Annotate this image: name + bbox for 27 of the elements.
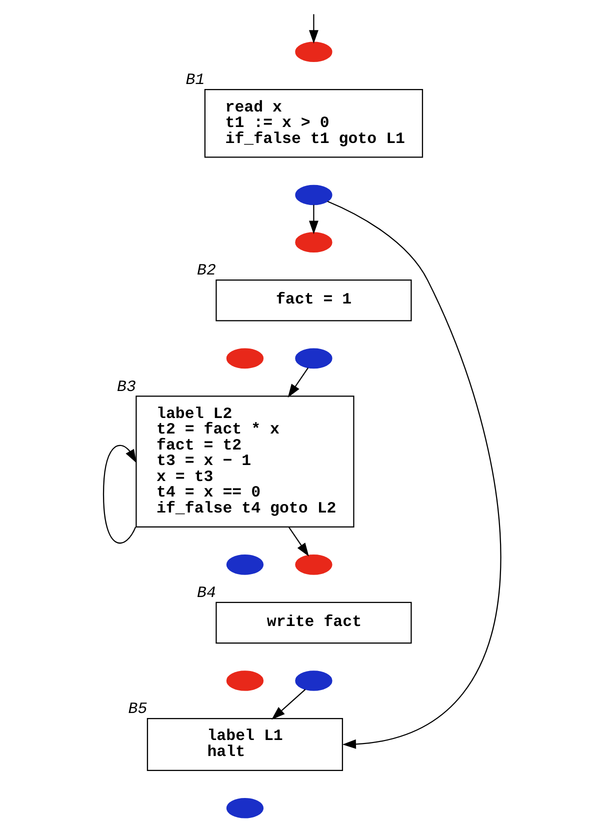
arrow — [308, 204, 318, 234]
node-label: B3 — [116, 378, 136, 396]
node-label: B1 — [185, 71, 204, 90]
node-box: label L1 halt — [146, 718, 343, 771]
node-ellipse — [294, 670, 332, 691]
node-ellipse — [294, 184, 332, 206]
node-box: fact = 1 — [215, 280, 412, 322]
node-ellipse — [226, 348, 264, 369]
arrow — [308, 14, 318, 44]
arrow — [287, 367, 308, 398]
arrow — [102, 444, 136, 544]
node-box: label L2 t2 = fact * x fact = t2 t3 = x − 1 x = t3 t4 = x == 0 if_false t4 goto L2 — [135, 396, 354, 528]
node-ellipse — [226, 798, 264, 818]
node-box: write fact — [215, 602, 412, 644]
arrow — [288, 526, 308, 557]
node-ellipse — [294, 232, 332, 252]
arrow — [326, 200, 500, 749]
node-ellipse — [226, 670, 264, 691]
node-label: B5 — [128, 700, 147, 718]
node-ellipse — [294, 42, 332, 62]
node-label: B4 — [196, 584, 216, 602]
node-ellipse — [226, 554, 264, 575]
node-label: B2 — [196, 262, 216, 280]
node-box: read x t1 := x > 0 if_false t1 goto L1 — [204, 89, 423, 158]
node-ellipse — [294, 554, 332, 575]
arrow — [271, 689, 306, 720]
node-ellipse — [294, 348, 332, 369]
